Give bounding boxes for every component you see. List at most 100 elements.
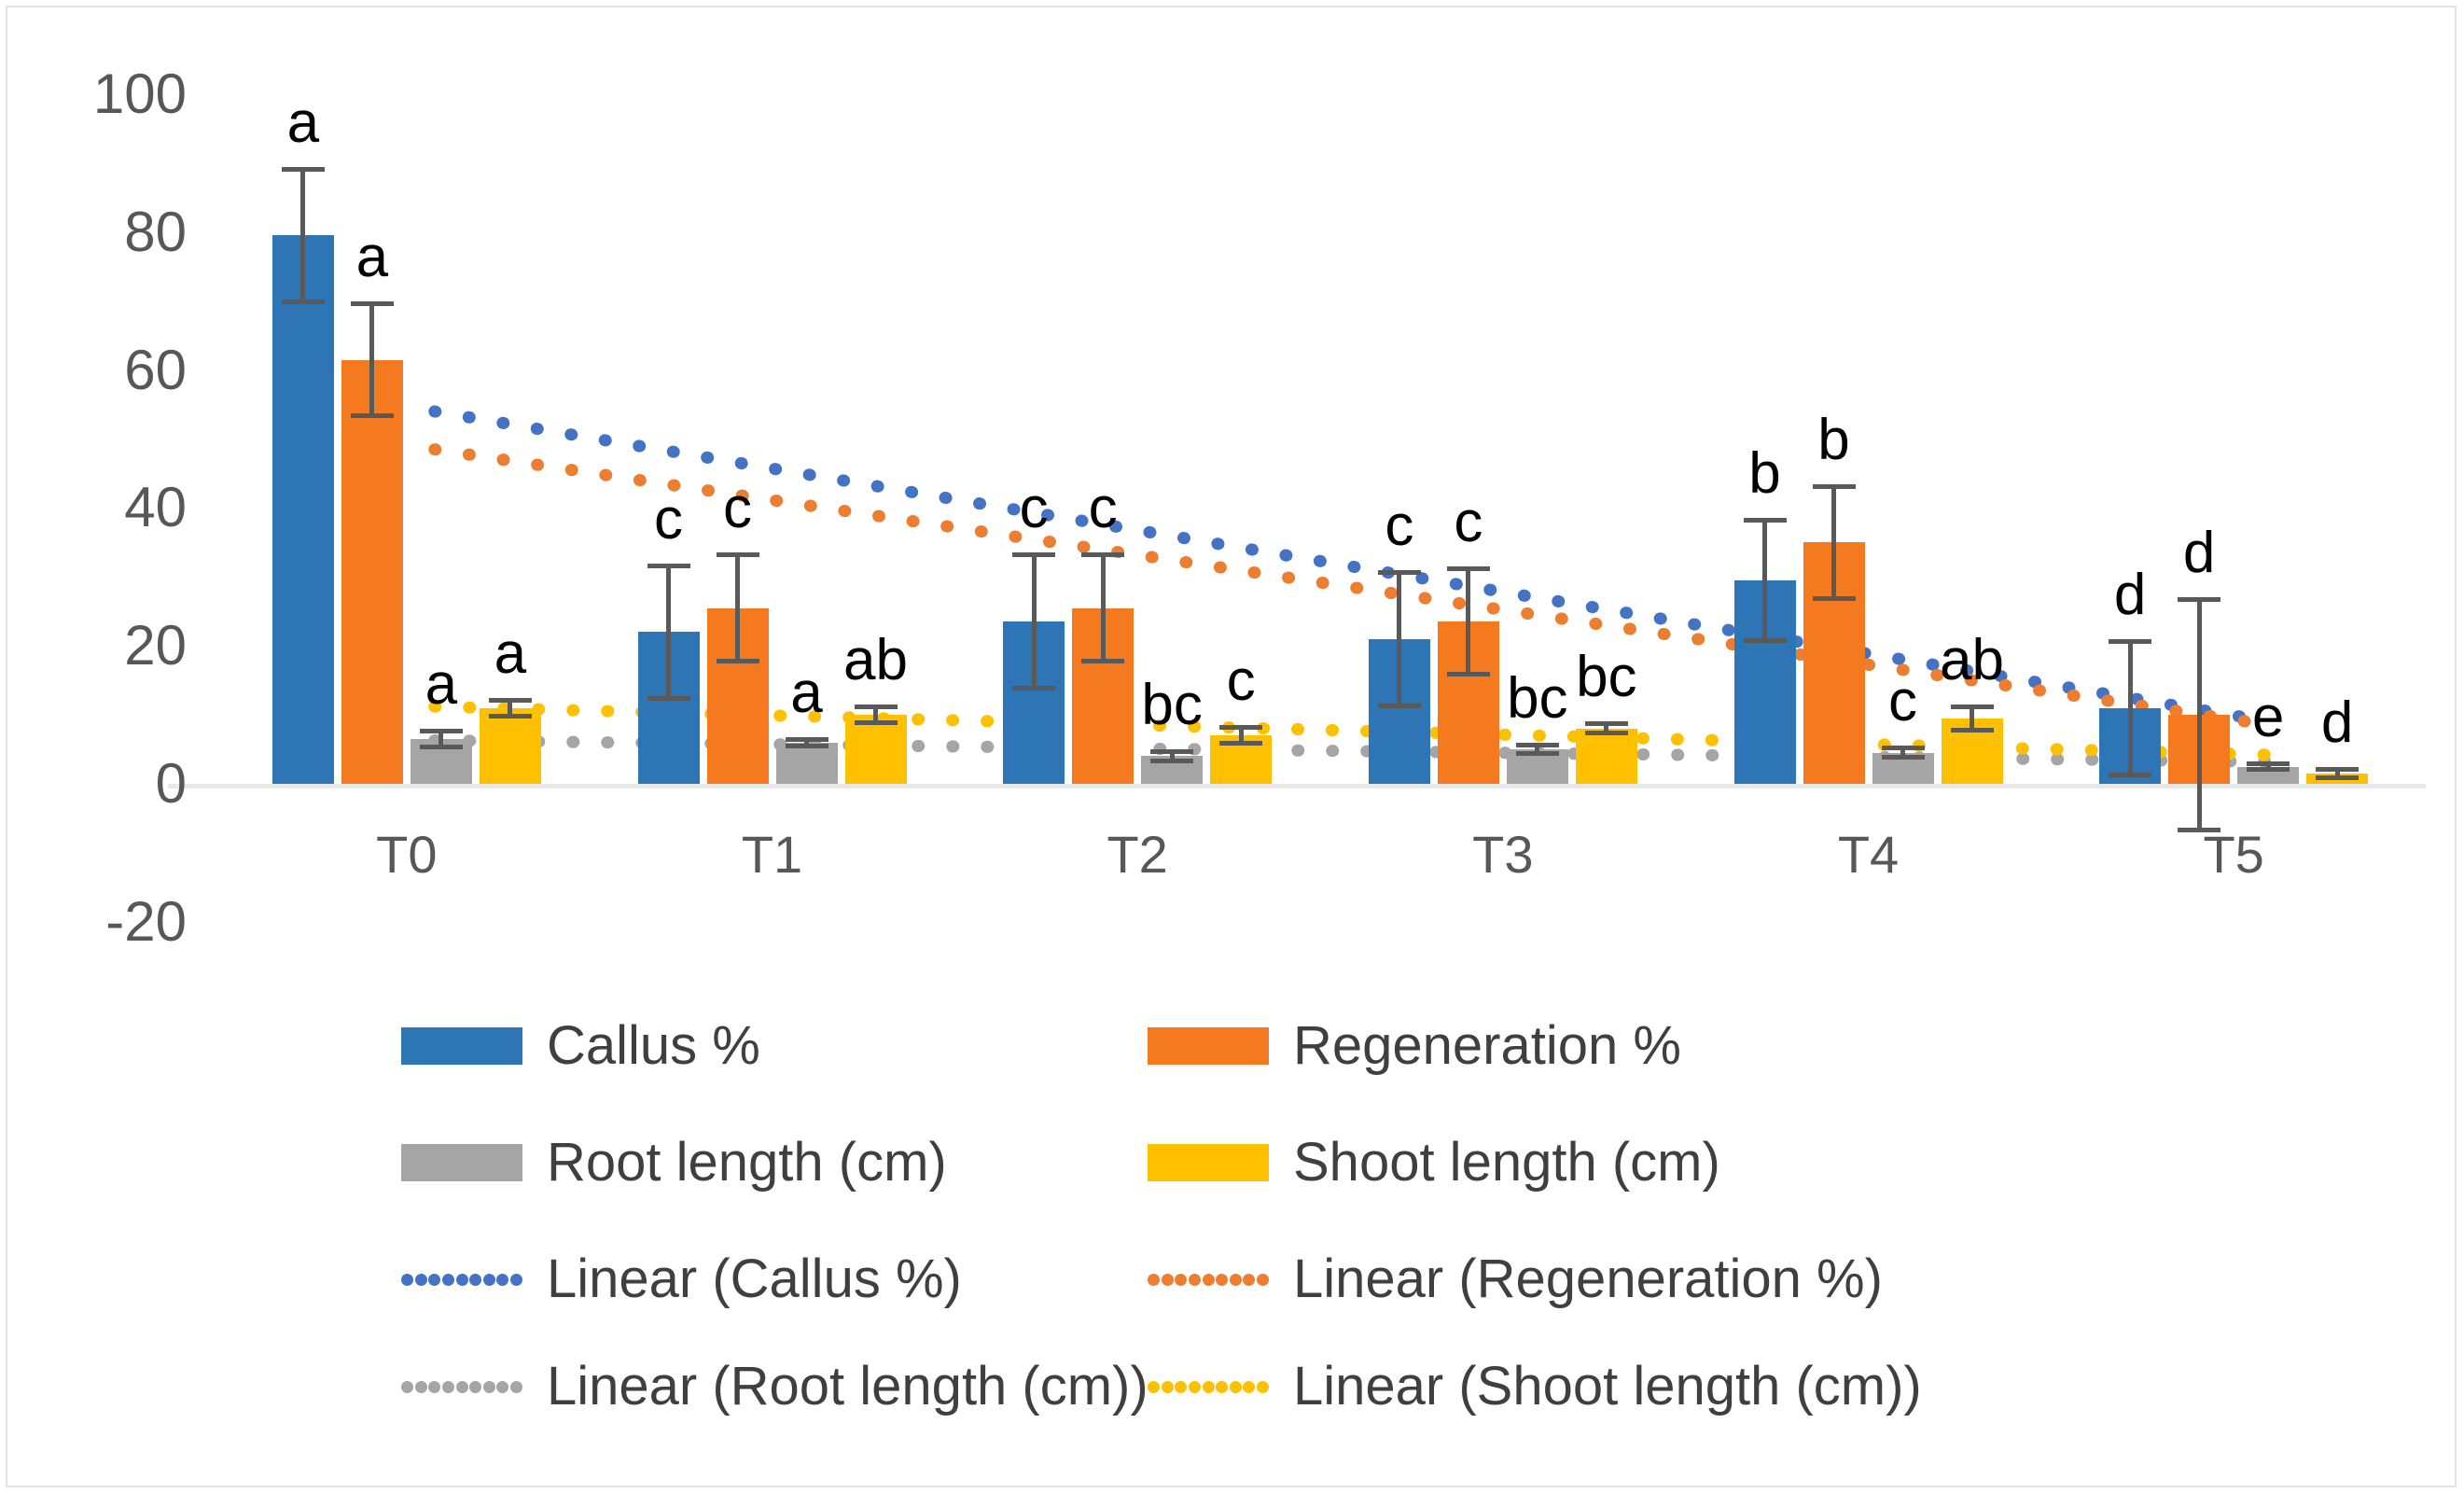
error-bar-cap-bottom: [854, 720, 898, 726]
error-bar: [1072, 552, 1134, 663]
y-axis-tick-label: 40: [124, 476, 187, 539]
legend-line-dot: [414, 1273, 427, 1286]
legend-line-dot: [1188, 1273, 1201, 1286]
error-bar: [341, 300, 403, 419]
legend-item[interactable]: Linear (Shoot length (cm)): [1148, 1358, 1922, 1416]
error-bar-cap-bottom: [2316, 775, 2360, 781]
legend-line-dot: [1243, 1273, 1256, 1286]
error-bar-stem: [300, 166, 306, 305]
legend-item[interactable]: Regeneration %: [1148, 1017, 1681, 1075]
significance-letter: c: [1888, 669, 1917, 734]
error-bar: [1576, 721, 1637, 736]
x-axis-tick-label: T0: [376, 825, 438, 884]
error-bar-stem: [2196, 597, 2202, 832]
error-bar-cap-top: [1881, 746, 1925, 751]
bar: [775, 742, 838, 784]
legend-color-swatch: [1148, 1027, 1269, 1065]
error-bar-stem: [1169, 749, 1175, 763]
error-bar-cap-bottom: [1515, 751, 1559, 757]
bar: [271, 235, 334, 784]
y-axis-tick-label: -20: [105, 889, 187, 953]
legend-line-dot: [455, 1380, 468, 1393]
trendline: [428, 405, 2277, 728]
legend-item[interactable]: Linear (Regeneration %): [1148, 1250, 1883, 1308]
legend-line-dot: [510, 1273, 522, 1286]
significance-letter: b: [1817, 407, 1850, 472]
error-bar-cap-top: [281, 166, 325, 172]
x-axis-tick-label: T2: [1107, 825, 1168, 884]
error-bar-stem: [666, 563, 671, 702]
error-bar-cap-bottom: [1584, 731, 1628, 736]
error-bar-stem: [2127, 638, 2133, 777]
error-bar-stem: [1831, 483, 1836, 602]
legend-line-swatch: [1148, 1379, 1269, 1394]
significance-letter: bc: [1576, 645, 1637, 710]
error-bar-cap-top: [350, 300, 394, 306]
error-bar-cap-top: [1012, 552, 1056, 558]
error-bar-cap-bottom: [2247, 767, 2290, 773]
error-bar: [776, 736, 838, 748]
legend-line-dot: [428, 1380, 441, 1393]
significance-letter: d: [2113, 562, 2147, 627]
legend-line-dot: [1257, 1273, 1269, 1286]
legend-item[interactable]: Root length (cm): [401, 1134, 947, 1192]
legend-label: Linear (Root length (cm)): [547, 1356, 1148, 1416]
bar: [844, 715, 907, 784]
legend-line-dot: [496, 1273, 509, 1286]
error-bar-stem: [369, 300, 375, 419]
y-axis-tick-label: 20: [124, 614, 187, 677]
error-bar-cap-bottom: [1150, 758, 1194, 763]
error-bar-cap-top: [1446, 566, 1490, 572]
legend-line-dot: [482, 1380, 495, 1393]
legend-color-swatch: [1148, 1144, 1269, 1181]
legend-item[interactable]: Linear (Callus %): [401, 1250, 962, 1308]
legend-color-swatch: [401, 1144, 522, 1181]
significance-letter: e: [2251, 684, 2285, 749]
error-bar-cap-top: [716, 552, 759, 558]
significance-letter: c: [654, 486, 683, 551]
legend-line-dot: [1216, 1273, 1229, 1286]
x-axis-tick-label: T4: [1837, 825, 1900, 884]
trendline: [428, 443, 2277, 732]
error-bar: [707, 552, 769, 663]
legend-item[interactable]: Linear (Root length (cm)): [401, 1358, 1148, 1416]
error-bar: [2099, 638, 2161, 777]
legend-item[interactable]: Shoot length (cm): [1148, 1134, 1720, 1192]
significance-letter: a: [790, 660, 823, 725]
error-bar-cap-top: [2109, 638, 2152, 644]
legend-line-swatch: [1148, 1272, 1269, 1287]
error-bar: [480, 697, 541, 719]
error-bar-stem: [1970, 705, 1974, 733]
error-bar-stem: [1100, 552, 1106, 663]
error-bar-stem: [1397, 569, 1402, 708]
significance-letter: ab: [1940, 628, 2004, 692]
error-bar-cap-bottom: [1081, 658, 1125, 663]
error-bar-stem: [735, 552, 740, 663]
legend-label: Linear (Regeneration %): [1293, 1249, 1883, 1309]
error-bar-cap-bottom: [1377, 703, 1421, 708]
error-bar-cap-top: [2316, 766, 2360, 772]
significance-letter: b: [1748, 441, 1781, 507]
error-bar-stem: [439, 728, 444, 750]
legend-label: Shoot length (cm): [1293, 1132, 1720, 1193]
significance-letter: d: [2320, 690, 2354, 755]
error-bar-cap-bottom: [1950, 727, 1994, 733]
legend-line-dot: [1216, 1380, 1229, 1393]
error-bar: [1369, 569, 1430, 708]
legend-line-dot: [1243, 1380, 1256, 1393]
error-bar-cap-bottom: [1446, 672, 1490, 677]
significance-letter: d: [2182, 521, 2216, 586]
error-bar: [2306, 766, 2368, 781]
significance-letter: bc: [1141, 673, 1203, 738]
error-bar-stem: [2265, 760, 2271, 773]
legend-label: Linear (Callus %): [547, 1249, 962, 1309]
legend-label: Regeneration %: [1293, 1015, 1681, 1076]
legend-line-swatch: [401, 1272, 522, 1287]
significance-letter: ab: [843, 628, 908, 692]
y-axis-tick-label: 0: [155, 752, 187, 815]
error-bar-cap-bottom: [1743, 637, 1787, 643]
legend-item[interactable]: Callus %: [401, 1017, 760, 1075]
significance-letter: c: [1019, 476, 1049, 541]
legend-line-dot: [441, 1273, 454, 1286]
